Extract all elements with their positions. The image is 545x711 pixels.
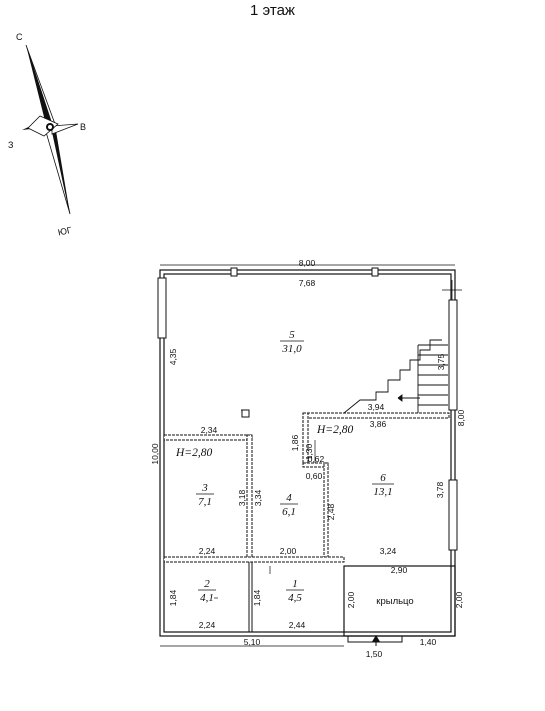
dim-room6-height: 3,78 xyxy=(435,481,445,498)
dim-top-outer: 8,00 xyxy=(299,258,316,268)
dim-stair-width: 3,94 xyxy=(368,402,385,412)
porch-label: крыльцо xyxy=(376,596,413,607)
dim-notch-c: 0,62 xyxy=(308,454,325,464)
dim-porch-top: 2,90 xyxy=(391,565,408,575)
staircase xyxy=(343,339,448,414)
dim-room2-height: 1,84 xyxy=(168,589,178,606)
ceiling-height-room-6: H=2,80 xyxy=(316,424,353,436)
dim-room3-bottom: 2,24 xyxy=(199,546,216,556)
dim-notch-b: 1,30 xyxy=(304,443,314,460)
compass-east: В xyxy=(80,122,86,132)
room-3-number: 3 xyxy=(201,482,208,494)
room-2-number: 2 xyxy=(204,578,210,590)
dim-notch-d: 0,60 xyxy=(306,471,323,481)
dim-room6-bottom: 3,24 xyxy=(380,546,397,556)
dim-left-upper: 4,35 xyxy=(168,348,178,365)
compass-west: З xyxy=(8,140,13,150)
room-6-number: 6 xyxy=(380,472,386,484)
compass-north: С xyxy=(16,32,23,42)
dim-room1-height: 1,84 xyxy=(252,589,262,606)
porch-steps xyxy=(347,635,403,646)
room-3-area: 7,1 xyxy=(198,496,212,508)
compass-south: ЮГ xyxy=(57,225,73,238)
ceiling-height-room-3: H=2,80 xyxy=(175,447,212,459)
dim-left-outer: 10,00 xyxy=(150,443,160,465)
room-5-area: 31,0 xyxy=(281,343,302,355)
dim-porch-offset: 1,40 xyxy=(420,637,437,647)
room-2-area: 4,1 xyxy=(200,592,214,604)
exterior-walls xyxy=(159,269,456,637)
dim-hall-left-height: 3,34 xyxy=(253,489,263,506)
dim-room3-height: 3,18 xyxy=(237,489,247,506)
room-labels: 5 31,0 3 7,1 4 6,1 6 13,1 2 4,1 1 4,5 xyxy=(196,329,394,604)
room-4-number: 4 xyxy=(286,492,292,504)
dim-stair-side: 3,75 xyxy=(436,353,446,370)
room-1-area: 4,5 xyxy=(288,592,302,604)
dim-porch-step: 1,50 xyxy=(366,649,383,659)
room-1-number: 1 xyxy=(292,578,298,590)
dim-porch-left: 2,00 xyxy=(346,591,356,608)
room-5-number: 5 xyxy=(289,329,295,341)
floor-title: 1 этаж xyxy=(250,2,295,19)
dim-hall-right-height: 2,48 xyxy=(326,503,336,520)
dim-room3-top: 2,34 xyxy=(201,425,218,435)
dim-room6-top: 3,86 xyxy=(370,419,387,429)
dimension-lines xyxy=(160,264,455,647)
room-4-area: 6,1 xyxy=(282,506,296,518)
windows xyxy=(157,267,458,551)
dim-top-inner: 7,68 xyxy=(299,278,316,288)
dim-notch-a: 1,86 xyxy=(290,434,300,451)
dim-porch-right: 2,00 xyxy=(454,591,464,608)
compass-rose-icon xyxy=(22,44,79,215)
partition-walls xyxy=(241,409,253,632)
dim-room1-bottom: 2,44 xyxy=(289,620,306,630)
interior-walls xyxy=(163,412,450,563)
dim-bottom-outer: 5,10 xyxy=(244,637,261,647)
dim-right-outer: 8,00 xyxy=(456,409,466,426)
dimension-labels: 8,00 7,68 10,00 4,35 8,00 3,75 3,94 3,86… xyxy=(150,258,466,659)
room-6-area: 13,1 xyxy=(373,486,392,498)
dim-hall-bottom: 2,00 xyxy=(280,546,297,556)
dim-room2-bottom: 2,24 xyxy=(199,620,216,630)
